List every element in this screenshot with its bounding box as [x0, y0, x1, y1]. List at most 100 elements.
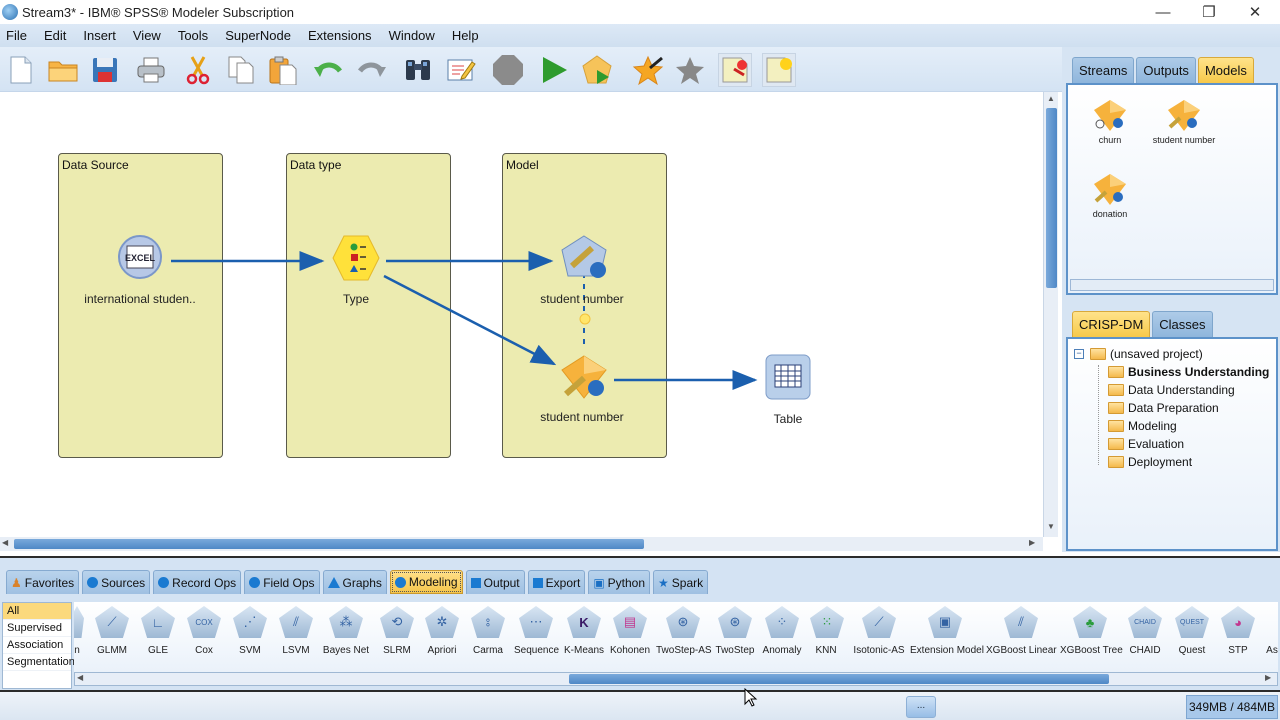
palette-tab-export[interactable]: Export [527, 570, 586, 594]
tab-outputs[interactable]: Outputs [1136, 57, 1196, 83]
tree-item-deployment[interactable]: Deployment [1108, 455, 1192, 469]
palette-node-slrm[interactable]: ⟲SLRM [379, 606, 415, 656]
tab-classes[interactable]: Classes [1152, 311, 1213, 337]
palette-node-apriori[interactable]: ✲Apriori [424, 606, 460, 656]
edit-annotation-icon[interactable] [444, 53, 478, 87]
menu-file[interactable]: File [6, 28, 27, 43]
print-icon[interactable] [134, 53, 168, 87]
type-node[interactable] [332, 235, 380, 284]
palette-node-twostep[interactable]: ⊛TwoStep [715, 606, 755, 656]
palette-tab-modeling[interactable]: Modeling [389, 570, 463, 594]
palette-tab-graphs[interactable]: Graphs [322, 570, 387, 594]
menu-window[interactable]: Window [388, 28, 435, 43]
palette-node-bayes-net[interactable]: ⁂Bayes Net [322, 606, 370, 656]
comment-data-type[interactable]: Data type [286, 153, 451, 458]
palette-node-lsvm[interactable]: ⫽LSVM [278, 606, 314, 656]
add-favorite-icon[interactable] [631, 53, 665, 87]
scroll-thumb[interactable] [14, 539, 644, 549]
palette-node-sequence[interactable]: ⋯Sequence [514, 606, 559, 656]
palette-node-knn[interactable]: ⁙KNN [810, 606, 844, 656]
close-button[interactable]: ✕ [1248, 4, 1262, 21]
run-selection-icon[interactable] [580, 53, 614, 87]
palette-node-anomaly[interactable]: ⁘Anomaly [761, 606, 803, 656]
table-output-node[interactable] [765, 354, 811, 403]
collapse-icon[interactable]: − [1074, 349, 1084, 359]
canvas-horizontal-scrollbar[interactable]: ◀ ▶ [0, 537, 1043, 551]
palette-node-isotonic-as[interactable]: ⟋Isotonic-AS [852, 606, 906, 656]
category-all[interactable]: All [3, 603, 71, 620]
palette-tab-record-ops[interactable]: Record Ops [153, 570, 242, 594]
palette-node-stp[interactable]: ◕STP [1220, 606, 1256, 656]
palette-node-twostep-as[interactable]: ⊛TwoStep-AS [656, 606, 712, 656]
scroll-right-arrow[interactable]: ▶ [1265, 673, 1272, 682]
excel-source-node[interactable]: EXCEL [117, 234, 163, 283]
tree-item-data-preparation[interactable]: Data Preparation [1108, 401, 1219, 415]
palette-node-carma[interactable]: ⦂Carma [470, 606, 506, 656]
palette-node-xgboost-linear[interactable]: ⫽XGBoost Linear [986, 606, 1057, 656]
insert-comment-icon[interactable] [718, 53, 752, 87]
stop-icon[interactable] [491, 53, 525, 87]
tab-crisp-dm[interactable]: CRISP-DM [1072, 311, 1151, 337]
palette-tab-python[interactable]: ▣Python [588, 570, 651, 594]
category-association[interactable]: Association [3, 637, 71, 654]
palette-tab-field-ops[interactable]: Field Ops [244, 570, 320, 594]
tree-item-modeling[interactable]: Modeling [1108, 419, 1177, 433]
menu-view[interactable]: View [132, 28, 161, 43]
tab-models[interactable]: Models [1197, 57, 1254, 83]
scroll-left-arrow[interactable]: ◀ [2, 538, 9, 547]
scroll-left-arrow[interactable]: ◀ [77, 673, 84, 682]
model-item-donation[interactable]: donation [1070, 173, 1150, 219]
scroll-thumb[interactable] [1046, 108, 1057, 288]
palette-tab-sources[interactable]: Sources [82, 570, 151, 594]
comment-data-source[interactable]: Data Source [58, 153, 223, 458]
palette-tab-spark[interactable]: ★Spark [653, 570, 709, 594]
comment-model[interactable]: Model [502, 153, 667, 458]
favorite-icon[interactable] [673, 53, 707, 87]
palette-tab-favorites[interactable]: ♟Favorites [6, 570, 80, 594]
category-supervised[interactable]: Supervised [3, 620, 71, 637]
menu-supernode[interactable]: SuperNode [225, 28, 291, 43]
save-icon[interactable] [88, 53, 122, 87]
open-folder-icon[interactable] [46, 53, 80, 87]
palette-node-xgboost-tree[interactable]: ♣XGBoost Tree [1060, 606, 1123, 656]
undo-icon[interactable] [312, 53, 346, 87]
scroll-right-arrow[interactable]: ▶ [1029, 538, 1036, 547]
palette-horizontal-scrollbar[interactable]: ◀ ▶ [74, 672, 1278, 686]
tree-root[interactable]: − (unsaved project) [1074, 347, 1203, 361]
menu-edit[interactable]: Edit [43, 28, 67, 43]
menu-extensions[interactable]: Extensions [307, 28, 372, 43]
tree-item-business-understanding[interactable]: Business Understanding [1108, 365, 1269, 379]
tab-streams[interactable]: Streams [1072, 57, 1135, 83]
status-more-button[interactable]: ... [906, 696, 936, 718]
model-nugget-node[interactable] [560, 354, 612, 407]
canvas-vertical-scrollbar[interactable]: ▲ ▼ [1043, 92, 1058, 537]
tree-item-data-understanding[interactable]: Data Understanding [1108, 383, 1235, 397]
palette-node-extension-model[interactable]: ▣Extension Model [910, 606, 984, 656]
run-stream-icon[interactable] [537, 53, 571, 87]
new-file-icon[interactable] [4, 53, 38, 87]
palette-node-svm[interactable]: ⋰SVM [232, 606, 268, 656]
paste-icon[interactable] [266, 53, 300, 87]
menu-help[interactable]: Help [451, 28, 479, 43]
cut-icon[interactable] [181, 53, 215, 87]
palette-node-partial[interactable]: n [74, 606, 84, 656]
scroll-thumb[interactable] [569, 674, 1109, 684]
palette-node-glmm[interactable]: ⟋GLMM [94, 606, 130, 656]
model-item-student-number[interactable]: student number [1144, 99, 1224, 145]
scroll-down-arrow[interactable]: ▼ [1047, 522, 1055, 531]
new-comment-icon[interactable] [762, 53, 796, 87]
palette-node-gle[interactable]: ∟GLE [140, 606, 176, 656]
model-builder-node[interactable] [560, 234, 612, 285]
palette-node-kohonen[interactable]: ▤Kohonen [610, 606, 650, 656]
model-item-churn[interactable]: churn [1070, 99, 1150, 145]
models-horizontal-scrollbar[interactable] [1070, 279, 1274, 291]
stream-canvas[interactable]: Data Source Data type Model EXCEL intern… [0, 92, 1043, 537]
palette-node-partial-right[interactable]: As [1264, 606, 1278, 656]
menu-tools[interactable]: Tools [177, 28, 209, 43]
palette-tab-output[interactable]: Output [465, 570, 525, 594]
tree-item-evaluation[interactable]: Evaluation [1108, 437, 1184, 451]
